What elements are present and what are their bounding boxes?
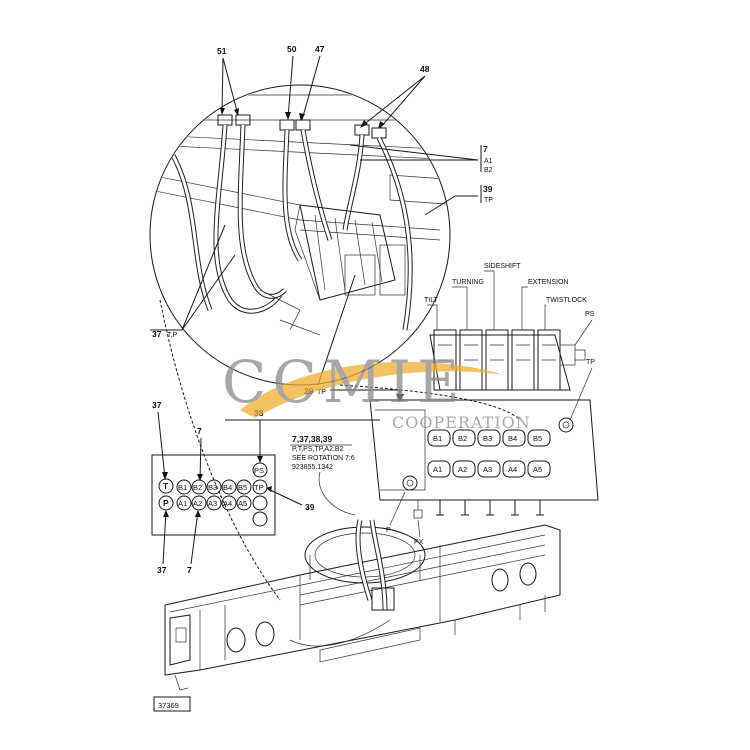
watermark-text: CCMIE [222, 348, 465, 416]
figure-id: 37369 [158, 701, 179, 710]
port-map-a1: A1 [178, 499, 187, 508]
callout-7-b: 7 [187, 565, 192, 575]
detail-circle [149, 84, 451, 386]
label-b2-top: B2 [484, 167, 493, 174]
port-map-b4: B4 [223, 483, 232, 492]
label-ps: PS [585, 311, 595, 318]
valve-port-b2: B2 [458, 434, 467, 443]
port-map-b1: B1 [178, 483, 187, 492]
valve-port-b5: B5 [533, 434, 542, 443]
valve-b-ports: B1 B2 B3 B4 B5 [427, 429, 551, 447]
label-p: P [386, 527, 391, 534]
valve-port-a4: A4 [508, 465, 517, 474]
callout-39-b: 39 [305, 502, 315, 512]
callout-37-b: 37 [157, 565, 167, 575]
callout-48: 48 [420, 64, 430, 74]
port-map-callouts: 37 7 38 39 37 7 [152, 400, 315, 575]
note-line1: P,T,PS,TP,A2,B2 [292, 446, 344, 453]
label-tp-left: T,P [167, 332, 177, 339]
callout-7-a: 7 [197, 426, 202, 436]
valve-port-a2: A2 [458, 465, 467, 474]
port-map-a2: A2 [193, 499, 202, 508]
label-tp-valve: TP [586, 359, 595, 366]
label-tp-29: TP [317, 389, 326, 396]
valve-port-a1: A1 [433, 465, 442, 474]
port-map-t: T [163, 481, 169, 491]
label-extension: EXTENSION [528, 279, 568, 286]
callout-37-a: 37 [152, 400, 162, 410]
detail-leader-left [159, 299, 281, 601]
note-block: 7,37,38,39 P,T,PS,TP,A2,B2 SEE ROTATION … [290, 434, 356, 516]
watermark-subtext: COOPERATION [392, 413, 531, 432]
port-map-a4: A4 [223, 499, 232, 508]
label-a1-top: A1 [484, 158, 493, 165]
note-line2: SEE ROTATION 7:6 [292, 455, 355, 462]
label-twistlock: TWISTLOCK [546, 297, 587, 304]
callouts-top: 51 50 47 48 7 A1 B2 39 TP 37 T,P [150, 44, 493, 339]
port-map-tp: TP [254, 483, 264, 492]
callout-37-left: 37 [152, 329, 162, 339]
port-map-a3: A3 [208, 499, 217, 508]
valve-port-a5: A5 [533, 465, 542, 474]
port-map-b5: B5 [238, 483, 247, 492]
note-ref: 7,37,38,39 [292, 434, 332, 444]
figure-id-box: 37369 [153, 696, 191, 712]
callout-7-top: 7 [483, 144, 488, 154]
label-sideshift: SIDESHIFT [484, 263, 521, 270]
watermark-swoosh [240, 361, 505, 418]
note-line3: 923855.1342 [292, 464, 333, 471]
chassis-frame [164, 519, 561, 691]
valve-port-b1: B1 [433, 434, 442, 443]
watermark: CCMIE COOPERATION [222, 348, 531, 432]
callout-50: 50 [287, 44, 297, 54]
label-turning: TURNING [452, 279, 484, 286]
port-map-ps: PS [254, 466, 264, 475]
port-map-b3: B3 [208, 483, 217, 492]
valve-port-a3: A3 [483, 465, 492, 474]
port-map-a5: A5 [238, 499, 247, 508]
port-map-p: P [163, 498, 169, 508]
label-tp-top: TP [484, 197, 493, 204]
callout-47: 47 [315, 44, 325, 54]
label-tilt: TILT [424, 297, 439, 304]
valve-port-b3: B3 [483, 434, 492, 443]
callout-39-top: 39 [483, 184, 493, 194]
valve-port-b4: B4 [508, 434, 517, 443]
valve-a-ports: A1 A2 A3 A4 A5 [427, 460, 551, 478]
port-map-b2: B2 [193, 483, 202, 492]
control-valve: B1 B2 B3 B4 B5 A1 A2 A3 A4 A5 TILT TURNI… [369, 263, 599, 546]
port-map-box: T P B1 B2 B3 B4 B5 A1 A2 A3 A4 A5 PS TP [151, 454, 276, 536]
callout-51: 51 [217, 46, 227, 56]
